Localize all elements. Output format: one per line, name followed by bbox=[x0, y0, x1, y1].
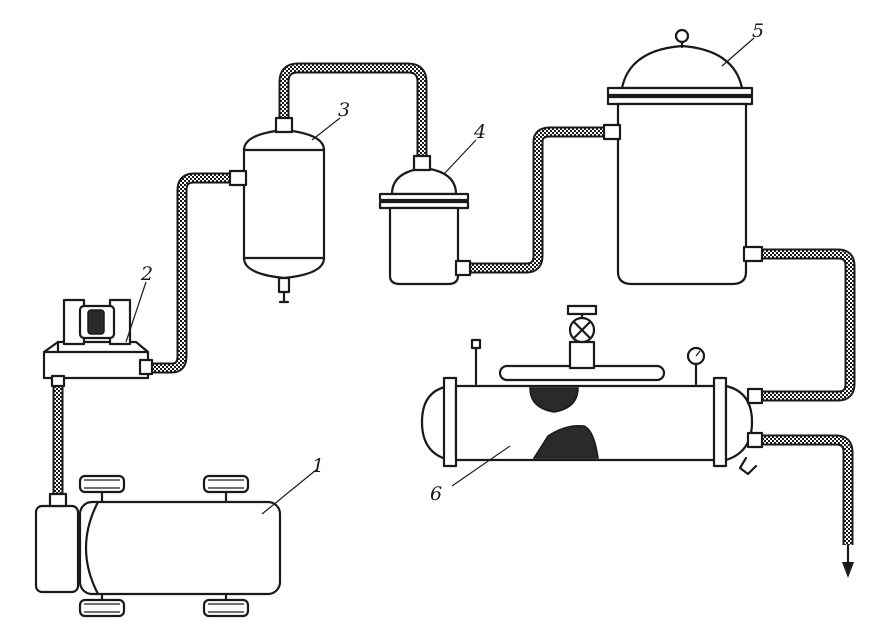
exchanger-inlet-fitting bbox=[746, 387, 764, 405]
filter-tank bbox=[228, 116, 326, 304]
pump-base bbox=[42, 340, 150, 380]
exchanger-flange-left bbox=[442, 376, 458, 468]
large-vessel bbox=[602, 28, 764, 286]
hose-vessel4-to-vessel5 bbox=[468, 126, 608, 274]
exchanger-valve-cap bbox=[566, 304, 598, 316]
label-filter-tank: 3 bbox=[338, 99, 350, 121]
vessel4-flange-top bbox=[378, 192, 470, 202]
pump-unit bbox=[42, 298, 154, 388]
truck-wheel-rear-left bbox=[202, 474, 250, 494]
tank3-top-fitting bbox=[274, 116, 294, 134]
exchanger-vent-pipe bbox=[470, 338, 482, 350]
hose-outlet bbox=[760, 434, 854, 545]
vessel4-body bbox=[388, 206, 460, 286]
pump-outlet-fitting bbox=[138, 358, 154, 376]
tank3-inlet-fitting bbox=[228, 169, 248, 187]
vessel5-dome-lid bbox=[620, 44, 744, 90]
truck-tank bbox=[78, 500, 282, 596]
small-vessel bbox=[378, 154, 472, 286]
truck-outlet-fitting bbox=[48, 492, 68, 508]
vessel5-outlet-fitting bbox=[742, 245, 764, 263]
truck-cab bbox=[34, 504, 80, 594]
vessel5-lifting-ring bbox=[674, 28, 690, 44]
hose-vessel5-to-exchanger bbox=[760, 248, 856, 402]
leader-lines bbox=[125, 37, 755, 515]
vessel5-flange-top bbox=[606, 86, 754, 97]
pump-inlet-fitting bbox=[50, 374, 66, 388]
tank3-body bbox=[242, 128, 326, 280]
truck-wheel-rear-right bbox=[202, 598, 250, 618]
truck-wheel-front-right bbox=[78, 598, 126, 618]
label-large-vessel: 5 bbox=[752, 20, 764, 42]
heat-exchanger bbox=[420, 304, 764, 476]
vessel5-inlet-fitting bbox=[602, 123, 622, 141]
vessel4-top-fitting bbox=[412, 154, 432, 172]
hose-pump-to-tank3 bbox=[150, 172, 232, 374]
exchanger-outlet-fitting bbox=[746, 431, 764, 449]
exchanger-cutaway-upper bbox=[529, 387, 579, 413]
hose-tank3-to-vessel4 bbox=[278, 62, 428, 158]
tank3-drain-valve bbox=[277, 276, 291, 294]
exchanger-valve-body bbox=[568, 340, 596, 370]
exchanger-cutaway-lower bbox=[532, 424, 599, 459]
label-pump: 2 bbox=[140, 263, 153, 285]
exchanger-flange-right bbox=[712, 376, 728, 468]
vessel4-outlet-fitting bbox=[454, 259, 472, 277]
tank-truck bbox=[34, 474, 282, 618]
outlet-arrow bbox=[842, 543, 854, 578]
truck-wheel-front-left bbox=[78, 474, 126, 494]
label-heat-exchanger: 6 bbox=[430, 483, 442, 505]
label-tank-truck: 1 bbox=[312, 455, 324, 477]
exchanger-drain-valve bbox=[738, 456, 758, 476]
exchanger-right-head bbox=[724, 384, 754, 462]
vessel5-body bbox=[616, 102, 748, 286]
label-small-vessel: 4 bbox=[473, 121, 486, 143]
